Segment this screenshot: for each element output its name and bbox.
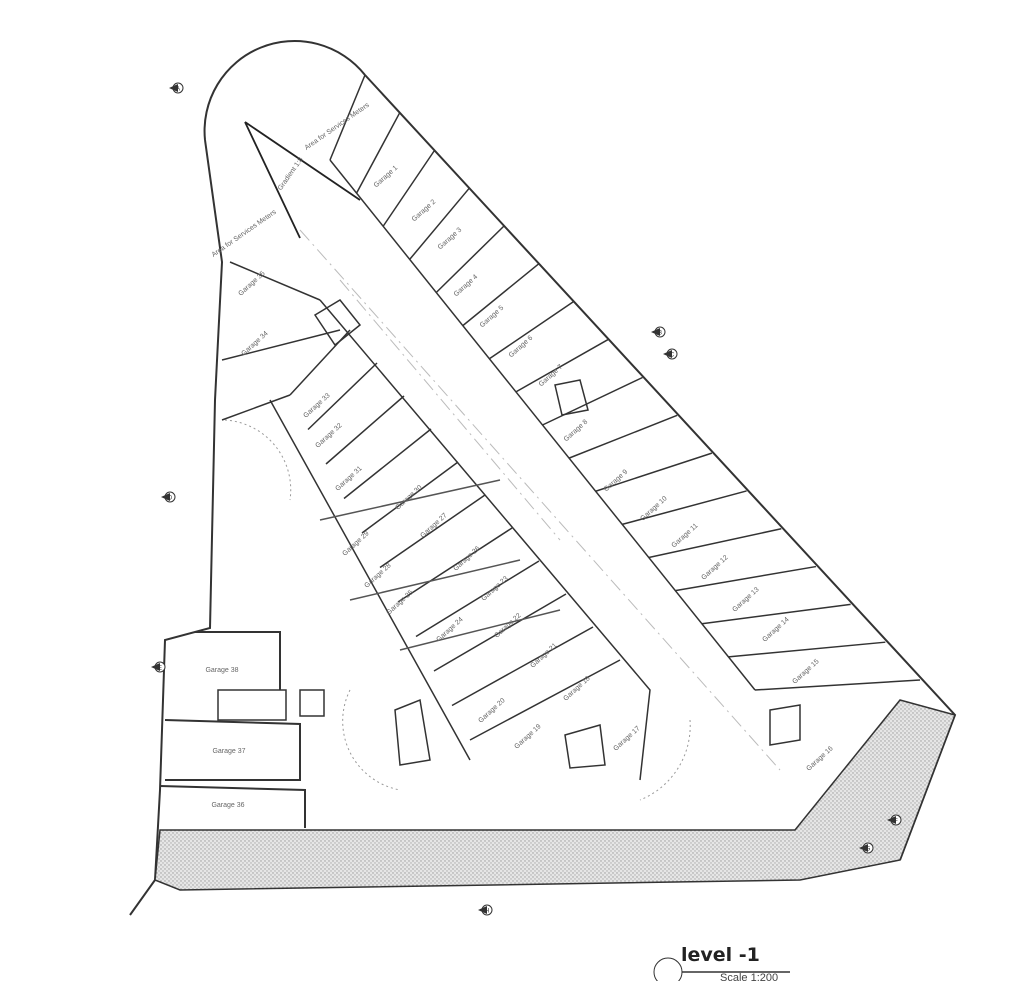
section-marker-letter: E	[158, 666, 162, 672]
garage-label: Garage 8	[563, 418, 589, 443]
section-arrow-icon	[859, 844, 868, 852]
garage-label: Garage 10	[639, 495, 668, 522]
section-arrow-icon	[161, 493, 170, 501]
garage-label: Garage 5	[479, 304, 505, 329]
garage-label: Garage 12	[700, 554, 729, 581]
ramp	[244, 121, 361, 239]
garage-divider	[379, 494, 486, 569]
garage-label: Garage 32	[314, 422, 343, 449]
section-arrow-icon	[169, 84, 178, 92]
section-marker-letter: F	[894, 819, 898, 825]
section-marker: B	[651, 326, 666, 338]
garage-divider	[382, 150, 435, 227]
garage-label: Garage 4	[453, 273, 479, 298]
section-marker: H	[478, 904, 493, 916]
garage-divider	[542, 376, 643, 426]
garage-label: Garage 16	[805, 745, 834, 772]
garage-rows	[221, 74, 921, 781]
garage-divider	[361, 461, 459, 534]
garage-divider	[355, 112, 401, 194]
ramp-gradient-label: Gradient 1:8	[277, 156, 305, 192]
garage-divider	[451, 626, 594, 707]
garage-label: Garage 17	[612, 725, 641, 752]
garage-divider	[701, 603, 851, 625]
garage-label: Garage 31	[334, 465, 363, 492]
garage-divider	[325, 395, 405, 465]
section-arrow-icon	[478, 906, 487, 914]
section-marker: F	[887, 814, 902, 826]
garage-divider	[515, 339, 609, 393]
hatched-boundary-strip	[154, 699, 956, 891]
service-area-label: Area for Services Meters	[304, 102, 372, 152]
plan-title: level -1	[681, 944, 760, 966]
garage-label: Garage 37	[212, 748, 245, 755]
garage-divider	[462, 263, 539, 327]
section-marker: G	[859, 842, 874, 854]
garage-label: Garage 2	[411, 198, 437, 223]
section-marker-letter: A	[176, 87, 180, 93]
garage-label: Garage 11	[671, 522, 700, 549]
turning-arcs	[224, 419, 691, 801]
section-marker-letter: D	[168, 496, 173, 502]
garage-divider	[469, 659, 621, 741]
garage-label: Garage 35	[237, 270, 266, 297]
garage-label: Garage 21	[529, 642, 558, 669]
garage-divider	[329, 74, 366, 161]
garage-label: Garage 6	[508, 334, 534, 359]
section-marker-letter: B	[658, 331, 662, 337]
garage-label: Garage 19	[513, 723, 542, 750]
section-marker: A	[169, 82, 184, 94]
section-marker: E	[151, 661, 166, 673]
garage-label: Garage 20	[477, 697, 506, 724]
service-area-label: Area for Services Meters	[211, 209, 279, 259]
garage-label: Garage 26	[452, 545, 481, 572]
garage-divider	[409, 187, 470, 260]
guide-lines	[299, 229, 781, 771]
garage-label: Garage 33	[302, 392, 331, 419]
garage-divider	[675, 565, 817, 592]
garage-divider	[435, 225, 505, 294]
section-marker-letter: G	[866, 847, 871, 853]
garage-label: Garage 34	[240, 330, 269, 357]
plan-scale: Scale 1:200	[720, 972, 779, 984]
garage-label: Garage 24	[435, 616, 464, 643]
section-marker-letter: C	[670, 353, 675, 359]
section-marker: C	[663, 348, 678, 360]
garage-divider	[568, 414, 678, 459]
garage-divider	[648, 528, 782, 559]
garage-label: Garage 23	[480, 575, 509, 602]
outer-walls	[129, 40, 957, 916]
section-arrow-icon	[651, 328, 660, 336]
garage-divider	[754, 679, 921, 691]
garage-divider	[397, 527, 513, 603]
section-marker-letter: H	[485, 909, 489, 915]
garage-label: Garage 1	[373, 164, 399, 189]
section-arrow-icon	[663, 350, 672, 358]
garage-divider	[343, 428, 432, 500]
section-marker: D	[161, 491, 176, 503]
garage-label: Garage 38	[205, 667, 238, 674]
garage-label: Garage 27	[419, 512, 448, 539]
middle-island-walls	[221, 261, 651, 781]
garage-label: Garage 3	[437, 226, 463, 251]
stair-cores	[217, 299, 801, 769]
garage-label: Garage 15	[791, 658, 820, 685]
garage-divider	[595, 452, 713, 492]
island-cross-walls	[319, 479, 561, 651]
section-arrow-icon	[151, 663, 160, 671]
garage-label: Garage 14	[761, 616, 790, 643]
garage-divider	[488, 301, 574, 360]
garage-label: Garage 13	[731, 586, 760, 613]
garage-divider	[728, 641, 886, 658]
section-arrow-icon	[887, 816, 896, 824]
garage-divider	[433, 593, 567, 672]
garage-label: Garage 25	[385, 589, 414, 616]
garage-label: Garage 36	[211, 802, 244, 809]
garage-divider	[621, 490, 747, 526]
garage-divider	[415, 560, 540, 638]
garage-divider	[307, 362, 378, 431]
